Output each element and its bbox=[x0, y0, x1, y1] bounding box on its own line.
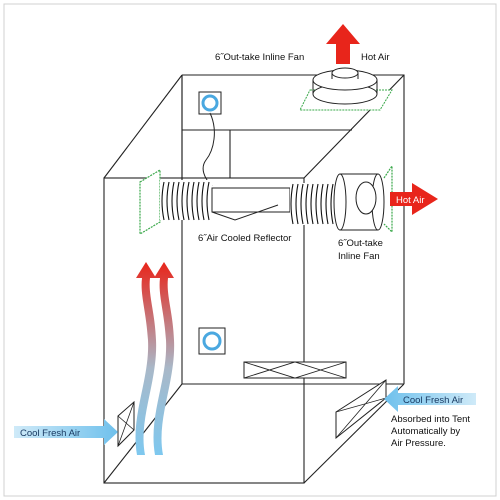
left-flex-duct bbox=[160, 180, 212, 221]
back-flap bbox=[243, 361, 347, 379]
top-inline-fan bbox=[299, 67, 393, 111]
side-fan-hub bbox=[355, 181, 377, 215]
power-cord bbox=[202, 112, 215, 187]
cool-air-right-label: Cool Fresh Air bbox=[403, 395, 463, 406]
side-fan-label-line2: Inline Fan bbox=[338, 251, 380, 262]
rising-arrow-right bbox=[153, 262, 175, 455]
reflector-label: 6˝Air Cooled Reflector bbox=[198, 233, 291, 244]
cool-air-left-label: Cool Fresh Air bbox=[20, 428, 80, 439]
side-inline-fan bbox=[333, 164, 393, 234]
top-fan-outlet-sides bbox=[331, 73, 359, 79]
reflector-filter bbox=[139, 168, 161, 236]
hot-air-top-label: Hot Air bbox=[361, 52, 390, 63]
cool-air-arrow-left bbox=[14, 419, 118, 445]
top-vent bbox=[198, 91, 222, 187]
hot-air-arrow-side bbox=[390, 183, 438, 215]
lower-ventilation-flaps bbox=[117, 361, 387, 448]
top-fan-housing-sides bbox=[312, 80, 378, 94]
rising-arrow-left bbox=[135, 262, 157, 455]
lower-vent-frame bbox=[198, 327, 226, 355]
top-fan-label: 6˝Out-take Inline Fan bbox=[215, 52, 304, 63]
tent-edge-top-left bbox=[103, 74, 183, 179]
reflector-hood bbox=[211, 187, 291, 213]
frame-border bbox=[3, 3, 497, 497]
cool-air-arrow-right bbox=[384, 386, 476, 412]
top-vent-icon bbox=[201, 94, 219, 112]
side-fan-filter bbox=[383, 164, 393, 234]
side-fan-inlet bbox=[333, 173, 347, 231]
pressure-note-line2: Automatically by bbox=[391, 426, 460, 437]
lower-vent-icon bbox=[202, 331, 222, 351]
hot-air-side-label: Hot Air bbox=[396, 195, 425, 206]
air-cooled-reflector bbox=[139, 164, 393, 236]
top-fan-outlet bbox=[331, 67, 359, 79]
rising-air-arrows bbox=[135, 262, 175, 455]
side-fan-label-line1: 6˝Out-take bbox=[338, 238, 383, 249]
lower-vent bbox=[198, 327, 226, 355]
reflector-glass bbox=[211, 204, 279, 221]
right-flex-duct bbox=[290, 183, 338, 225]
pressure-note-line1: Absorbed into Tent bbox=[391, 414, 470, 425]
hot-air-arrow-top bbox=[326, 24, 360, 64]
tent-front-face bbox=[103, 177, 305, 484]
pressure-note-line3: Air Pressure. bbox=[391, 438, 446, 449]
